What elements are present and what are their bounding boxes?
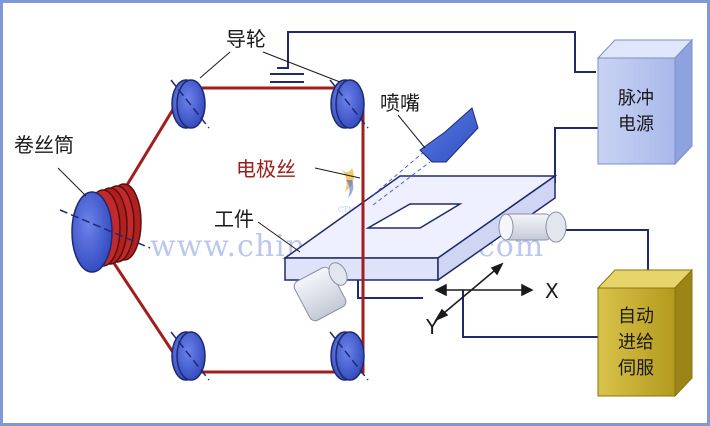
label-workpiece: 工件 [214,207,254,231]
pulse-power-line1: 脉冲 [618,88,654,109]
leader-guide-wheel-right [262,51,341,83]
label-axis-y: Y [425,315,439,339]
servo-line3: 伺服 [618,358,654,379]
servo-feed-box: 自动 进给 伺服 [596,268,694,398]
axis-arrows [434,262,534,322]
servo-line2: 进给 [618,332,654,353]
nozzle-icon [419,107,479,163]
servo-motor-y [293,262,348,322]
watermark-flame-inner-icon [346,180,354,198]
x-axis-arrowhead [521,283,534,297]
label-nozzle: 喷嘴 [380,91,420,115]
wire-drum [59,183,151,273]
y-axis-arrowhead [434,308,449,322]
servo-y-wire [462,290,600,338]
motor-x-to-servo-wire [560,229,649,270]
label-axis-x: X [545,279,559,303]
cutting-slot [365,203,463,229]
guide-wheel-top-left [170,79,210,129]
leader-lines [57,51,361,253]
leader-electrode-wire [314,167,361,179]
guide-wheel-bottom-left [170,331,210,381]
nozzle-assembly [372,107,479,206]
leader-wire-drum [57,167,87,197]
y-axis-arrowtail [490,262,504,276]
label-electrode-wire: 电极丝 [236,157,296,181]
label-guide-wheel: 导轮 [226,27,266,51]
spray-line-1 [372,149,427,196]
leader-workpiece [257,221,301,253]
pulse-power-line2: 电源 [618,114,654,135]
watermark-logo-text: CTMS [338,206,360,214]
pulse-power-box: 脉冲 电源 [596,38,694,166]
motor-y-link-wire [357,275,423,299]
guide-wheel-top-right [329,79,369,129]
nozzle-leader-line [397,114,426,149]
guide-wheel-bottom-right [329,331,369,381]
label-wire-drum: 卷丝筒 [14,133,74,157]
servo-motor-x [498,211,567,243]
y-axis-line [437,265,501,319]
spray-line-2 [372,161,431,206]
control-wiring [270,31,649,338]
servo-line1: 自动 [618,306,654,327]
leader-guide-wheel-left [199,51,231,79]
x-axis-arrowtail [434,283,447,297]
power-to-guide-wire [277,31,596,73]
power-to-table-wire [554,127,598,183]
workpiece-side [437,174,556,282]
